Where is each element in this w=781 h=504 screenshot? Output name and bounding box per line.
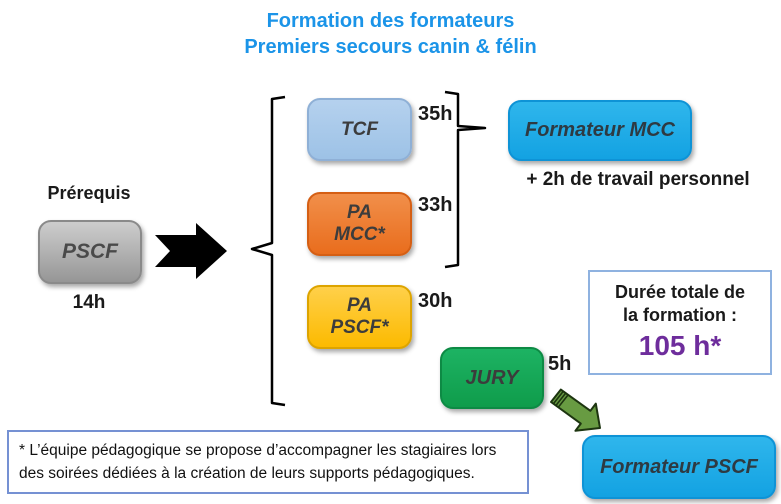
pa-mcc-module-box: PA MCC* [307, 192, 412, 256]
jury-box: JURY [440, 347, 544, 409]
tcf-label: TCF [341, 118, 378, 140]
total-duration-box: Durée totale de la formation : 105 h* [588, 270, 772, 375]
personal-work-note: + 2h de travail personnel [526, 169, 750, 190]
right-brace [440, 86, 490, 274]
formateur-mcc-box: Formateur MCC [508, 100, 692, 161]
page-title: Formation des formateurs Premiers secour… [0, 8, 781, 60]
tcf-duration: 35h [418, 103, 453, 125]
total-line2: la formation : [622, 305, 737, 325]
flow-arrow-icon [150, 218, 255, 284]
footnote-box: * L’équipe pédagogique se propose d’acco… [7, 430, 529, 494]
formateur-pscf-box: Formateur PSCF [582, 435, 776, 499]
pa-pscf-duration: 30h [418, 290, 453, 312]
pa-mcc-duration: 33h [418, 194, 453, 216]
jury-duration: 5h [548, 353, 572, 375]
pa-mcc-label: PA MCC* [334, 202, 385, 245]
jury-label: JURY [465, 366, 519, 389]
tcf-module-box: TCF [307, 98, 412, 161]
left-brace [245, 90, 290, 412]
result-arrow-icon [542, 383, 612, 438]
pa-pscf-module-box: PA PSCF* [307, 285, 412, 349]
formateur-mcc-label: Formateur MCC [524, 119, 675, 141]
pscf-prerequisite-box: PSCF [38, 220, 142, 284]
prerequisite-heading: Prérequis [47, 183, 131, 203]
pscf-box-label: PSCF [61, 239, 118, 263]
total-line1: Durée totale de [614, 282, 746, 302]
formateur-pscf-label: Formateur PSCF [600, 455, 758, 478]
total-value: 105 h* [638, 330, 722, 361]
title-line1: Formation des formateurs [266, 10, 515, 32]
pa-pscf-label: PA PSCF* [330, 295, 389, 338]
title-line2: Premiers secours canin & félin [244, 36, 537, 58]
footnote-text: * L’équipe pédagogique se propose d’acco… [19, 442, 497, 483]
pscf-duration: 14h [72, 292, 106, 313]
